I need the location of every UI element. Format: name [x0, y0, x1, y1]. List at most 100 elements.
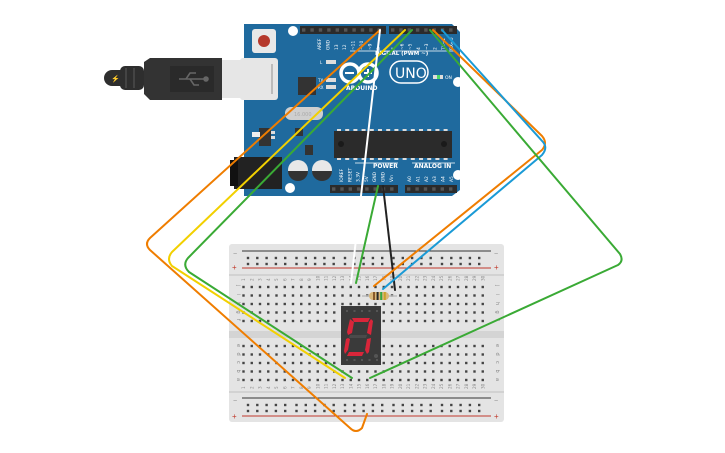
breadboard-hole[interactable]	[250, 378, 253, 382]
breadboard-hole[interactable]	[275, 319, 278, 323]
breadboard-hole[interactable]	[324, 319, 328, 323]
rail-hole[interactable]	[440, 409, 444, 413]
breadboard-hole[interactable]	[366, 285, 369, 289]
breadboard-hole[interactable]	[432, 285, 435, 289]
header-pin[interactable]	[369, 28, 373, 32]
rail-hole[interactable]	[265, 409, 268, 413]
breadboard-hole[interactable]	[267, 302, 270, 306]
rail-hole[interactable]	[401, 262, 404, 266]
breadboard-hole[interactable]	[448, 353, 451, 356]
breadboard-hole[interactable]	[316, 361, 319, 365]
breadboard-hole[interactable]	[374, 378, 377, 382]
breadboard-hole[interactable]	[291, 302, 295, 306]
breadboard-hole[interactable]	[242, 370, 245, 373]
usb-cable[interactable]: ⚡	[104, 58, 246, 100]
rail-hole[interactable]	[332, 403, 335, 407]
rail-hole[interactable]	[440, 256, 444, 260]
rail-hole[interactable]	[459, 256, 462, 260]
breadboard-hole[interactable]	[407, 370, 410, 373]
breadboard-hole[interactable]	[390, 378, 394, 382]
rail-hole[interactable]	[478, 262, 481, 266]
wire-black-gnd[interactable]	[382, 185, 396, 291]
breadboard-hole[interactable]	[316, 353, 319, 356]
breadboard-hole[interactable]	[465, 294, 468, 297]
breadboard-hole[interactable]	[440, 311, 443, 314]
rail-hole[interactable]	[265, 256, 268, 260]
breadboard-hole[interactable]	[473, 353, 476, 356]
breadboard-hole[interactable]	[432, 361, 435, 365]
rail-hole[interactable]	[401, 403, 404, 407]
breadboard-hole[interactable]	[415, 285, 418, 289]
rail-hole[interactable]	[256, 403, 259, 407]
rail-hole[interactable]	[304, 409, 307, 413]
wire-green-left[interactable]	[184, 29, 413, 379]
breadboard-hole[interactable]	[374, 302, 377, 306]
breadboard-hole[interactable]	[481, 370, 484, 373]
analog-header[interactable]	[405, 185, 457, 193]
breadboard-hole[interactable]	[448, 361, 451, 365]
breadboard-hole[interactable]	[407, 285, 410, 289]
breadboard-hole[interactable]	[308, 319, 311, 323]
breadboard-hole[interactable]	[324, 370, 328, 373]
breadboard-hole[interactable]	[415, 311, 418, 314]
breadboard-hole[interactable]	[456, 302, 460, 306]
breadboard-hole[interactable]	[316, 285, 319, 289]
breadboard-hole[interactable]	[456, 311, 460, 314]
rail-hole[interactable]	[274, 256, 278, 260]
breadboard-hole[interactable]	[300, 285, 303, 289]
rail-hole[interactable]	[429, 256, 432, 260]
breadboard-hole[interactable]	[333, 378, 336, 382]
breadboard-hole[interactable]	[250, 361, 253, 365]
rail-hole[interactable]	[295, 256, 298, 260]
rail-hole[interactable]	[246, 403, 250, 407]
breadboard-hole[interactable]	[291, 311, 295, 314]
rail-hole[interactable]	[265, 262, 268, 266]
breadboard-hole[interactable]	[275, 294, 278, 297]
rail-hole[interactable]	[371, 409, 375, 413]
breadboard-hole[interactable]	[258, 294, 262, 297]
breadboard-hole[interactable]	[275, 353, 278, 356]
breadboard-hole[interactable]	[324, 344, 328, 348]
rail-hole[interactable]	[284, 262, 287, 266]
breadboard-hole[interactable]	[349, 302, 352, 306]
rail-hole[interactable]	[353, 409, 356, 413]
breadboard-hole[interactable]	[440, 353, 443, 356]
breadboard-hole[interactable]	[423, 311, 427, 314]
breadboard-hole[interactable]	[390, 344, 394, 348]
breadboard-hole[interactable]	[324, 361, 328, 365]
breadboard-hole[interactable]	[349, 370, 352, 373]
breadboard-hole[interactable]	[258, 319, 262, 323]
rail-hole[interactable]	[256, 409, 259, 413]
rail-hole[interactable]	[313, 403, 317, 407]
wire-green-power[interactable]	[355, 185, 379, 284]
breadboard-hole[interactable]	[432, 353, 435, 356]
breadboard-hole[interactable]	[473, 311, 476, 314]
breadboard-hole[interactable]	[283, 319, 286, 323]
breadboard-hole[interactable]	[341, 378, 344, 382]
breadboard-hole[interactable]	[415, 370, 418, 373]
breadboard-hole[interactable]	[275, 378, 278, 382]
breadboard-hole[interactable]	[390, 311, 394, 314]
breadboard-hole[interactable]	[333, 344, 336, 348]
header-pin[interactable]	[449, 28, 453, 32]
breadboard-hole[interactable]	[283, 285, 286, 289]
breadboard-hole[interactable]	[316, 378, 319, 382]
breadboard-hole[interactable]	[308, 311, 311, 314]
breadboard-hole[interactable]	[267, 311, 270, 314]
rail-hole[interactable]	[381, 409, 384, 413]
breadboard-hole[interactable]	[423, 294, 427, 297]
header-pin[interactable]	[407, 187, 411, 191]
breadboard-hole[interactable]	[481, 311, 484, 314]
rail-hole[interactable]	[459, 403, 462, 407]
rail-hole[interactable]	[362, 256, 365, 260]
rail-hole[interactable]	[332, 262, 335, 266]
breadboard-hole[interactable]	[456, 370, 460, 373]
wire-green-right[interactable]	[369, 29, 623, 379]
breadboard-hole[interactable]	[341, 294, 344, 297]
breadboard-hole[interactable]	[481, 378, 484, 382]
breadboard-hole[interactable]	[407, 378, 410, 382]
breadboard-hole[interactable]	[267, 370, 270, 373]
breadboard-hole[interactable]	[448, 302, 451, 306]
breadboard-hole[interactable]	[481, 302, 484, 306]
breadboard-hole[interactable]	[366, 302, 369, 306]
